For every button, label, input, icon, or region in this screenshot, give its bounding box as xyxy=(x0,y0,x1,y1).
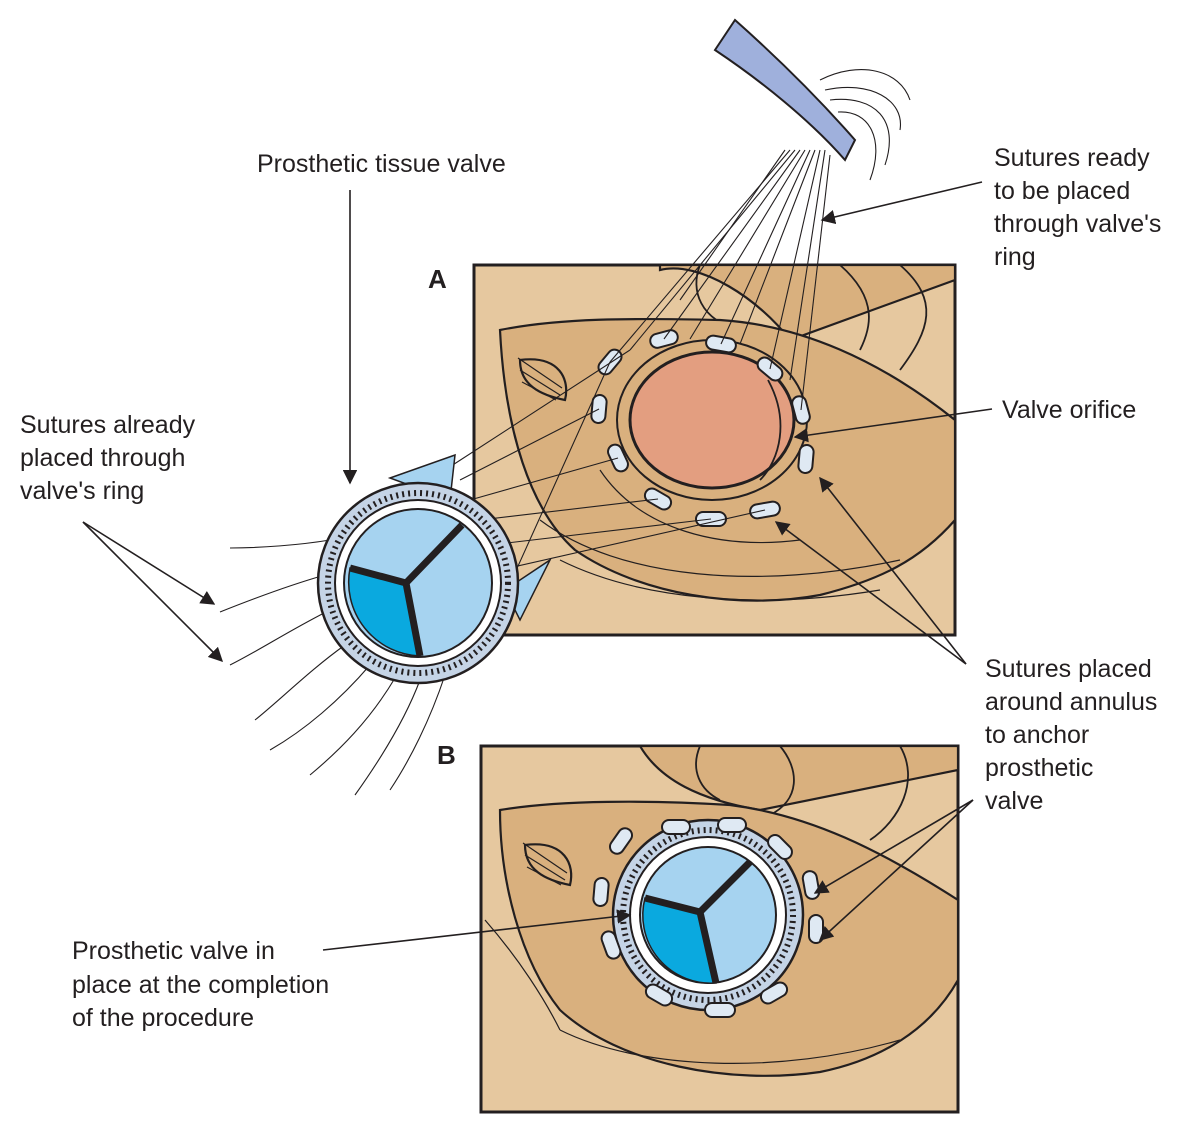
panel-b xyxy=(479,744,960,1114)
pledget xyxy=(608,827,634,855)
callout-arrows xyxy=(82,181,993,951)
pledget xyxy=(600,930,622,960)
label-prosthetic-tissue-valve: Prosthetic tissue valve xyxy=(257,150,506,178)
arrow-annulus-b2 xyxy=(818,799,974,941)
prosthetic-valve-a xyxy=(316,453,552,685)
valve-orifice xyxy=(628,350,796,490)
pledget xyxy=(759,981,789,1005)
pledget xyxy=(717,817,747,833)
pledget xyxy=(661,819,691,835)
leaflet-dark xyxy=(347,567,421,657)
suture-holder xyxy=(713,18,857,162)
arrow-sutures-already-2 xyxy=(82,521,224,663)
leaflet-commissures xyxy=(349,522,465,657)
pledget xyxy=(592,877,610,907)
label-sutures-annulus: Sutures placed around annulus to anchor … xyxy=(985,655,1164,815)
suture-bundle xyxy=(609,18,911,411)
pledget xyxy=(704,1002,736,1018)
panel-b-letter: B xyxy=(437,740,456,770)
arrow-annulus-b1 xyxy=(813,799,974,894)
tissue-fold-left-b xyxy=(523,843,573,887)
panel-a-letter: A xyxy=(428,264,447,294)
leaflet-commissures-b xyxy=(644,859,753,984)
ring-sutures xyxy=(219,349,766,796)
pledget xyxy=(644,983,674,1007)
label-valve-orifice: Valve orifice xyxy=(1002,396,1136,424)
label-sutures-ready: Sutures ready to be placed through valve… xyxy=(994,144,1168,271)
label-sutures-already: Sutures already placed through valve's r… xyxy=(20,411,202,505)
arrow-sutures-ready xyxy=(820,181,983,225)
arrow-annulus-a2 xyxy=(774,521,967,665)
leaflet-dark-b xyxy=(642,897,717,984)
arrow-valve-in-place xyxy=(322,909,632,951)
pledget xyxy=(797,444,815,474)
arrow-annulus-a1 xyxy=(819,476,967,665)
tissue-fold-left xyxy=(518,358,568,402)
arrow-sutures-already-1 xyxy=(82,521,216,605)
pledget xyxy=(767,834,793,860)
upper-tissue-fold xyxy=(658,263,957,342)
arrow-valve-orifice xyxy=(793,408,993,443)
panel-a xyxy=(472,263,957,637)
label-valve-in-place: Prosthetic valve in place at the complet… xyxy=(72,937,336,1032)
